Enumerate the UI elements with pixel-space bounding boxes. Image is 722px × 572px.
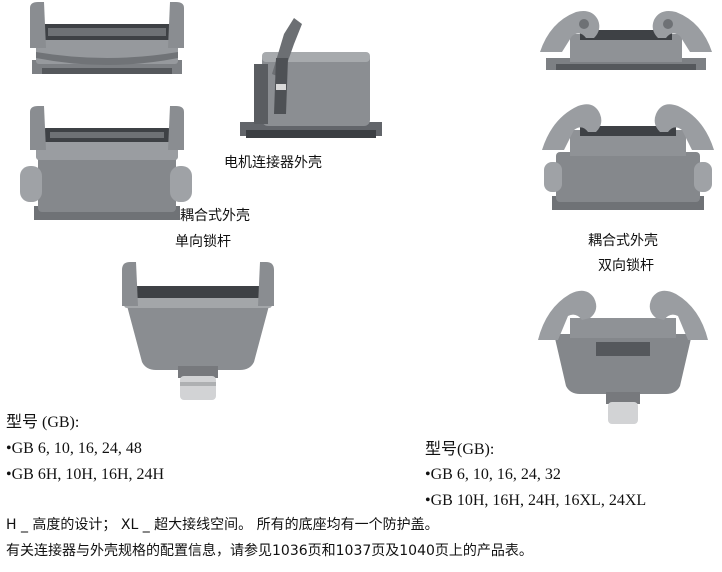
single-lever-base-image [30, 2, 184, 74]
double-lever-hood-image [538, 290, 708, 424]
single-lever-coupling-housing-image [20, 106, 192, 220]
footer-note-line1: H _ 高度的设计； XL _ 超大接线空间。 所有的底座均有一个防护盖。 [6, 517, 439, 533]
left-spec-line2: •GB 6H, 10H, 16H, 24H [6, 466, 165, 483]
right-spec-title: 型号(GB): [425, 441, 495, 458]
single-lever-hood-image [122, 262, 274, 400]
double-lever-base-image [540, 11, 712, 70]
left-spec-title: 型号 (GB): [6, 414, 80, 431]
single-lever-caption-line1: 耦合式外壳 [180, 208, 250, 224]
double-lever-coupling-housing-image [542, 104, 714, 210]
double-lever-caption-line2: 双向锁杆 [598, 258, 654, 274]
right-spec-line1: •GB 6, 10, 16, 24, 32 [425, 466, 561, 483]
footer-note-line2: 有关连接器与外壳规格的配置信息，请参见1036页和1037页及1040页上的产品… [6, 543, 533, 559]
motor-connector-housing-image [240, 18, 382, 138]
motor-housing-caption: 电机连接器外壳 [224, 155, 322, 171]
right-spec-line2: •GB 10H, 16H, 24H, 16XL, 24XL [425, 492, 647, 509]
left-spec-line1: •GB 6, 10, 16, 24, 48 [6, 440, 142, 457]
single-lever-caption-line2: 单向锁杆 [175, 234, 231, 250]
double-lever-caption-line1: 耦合式外壳 [588, 233, 658, 249]
